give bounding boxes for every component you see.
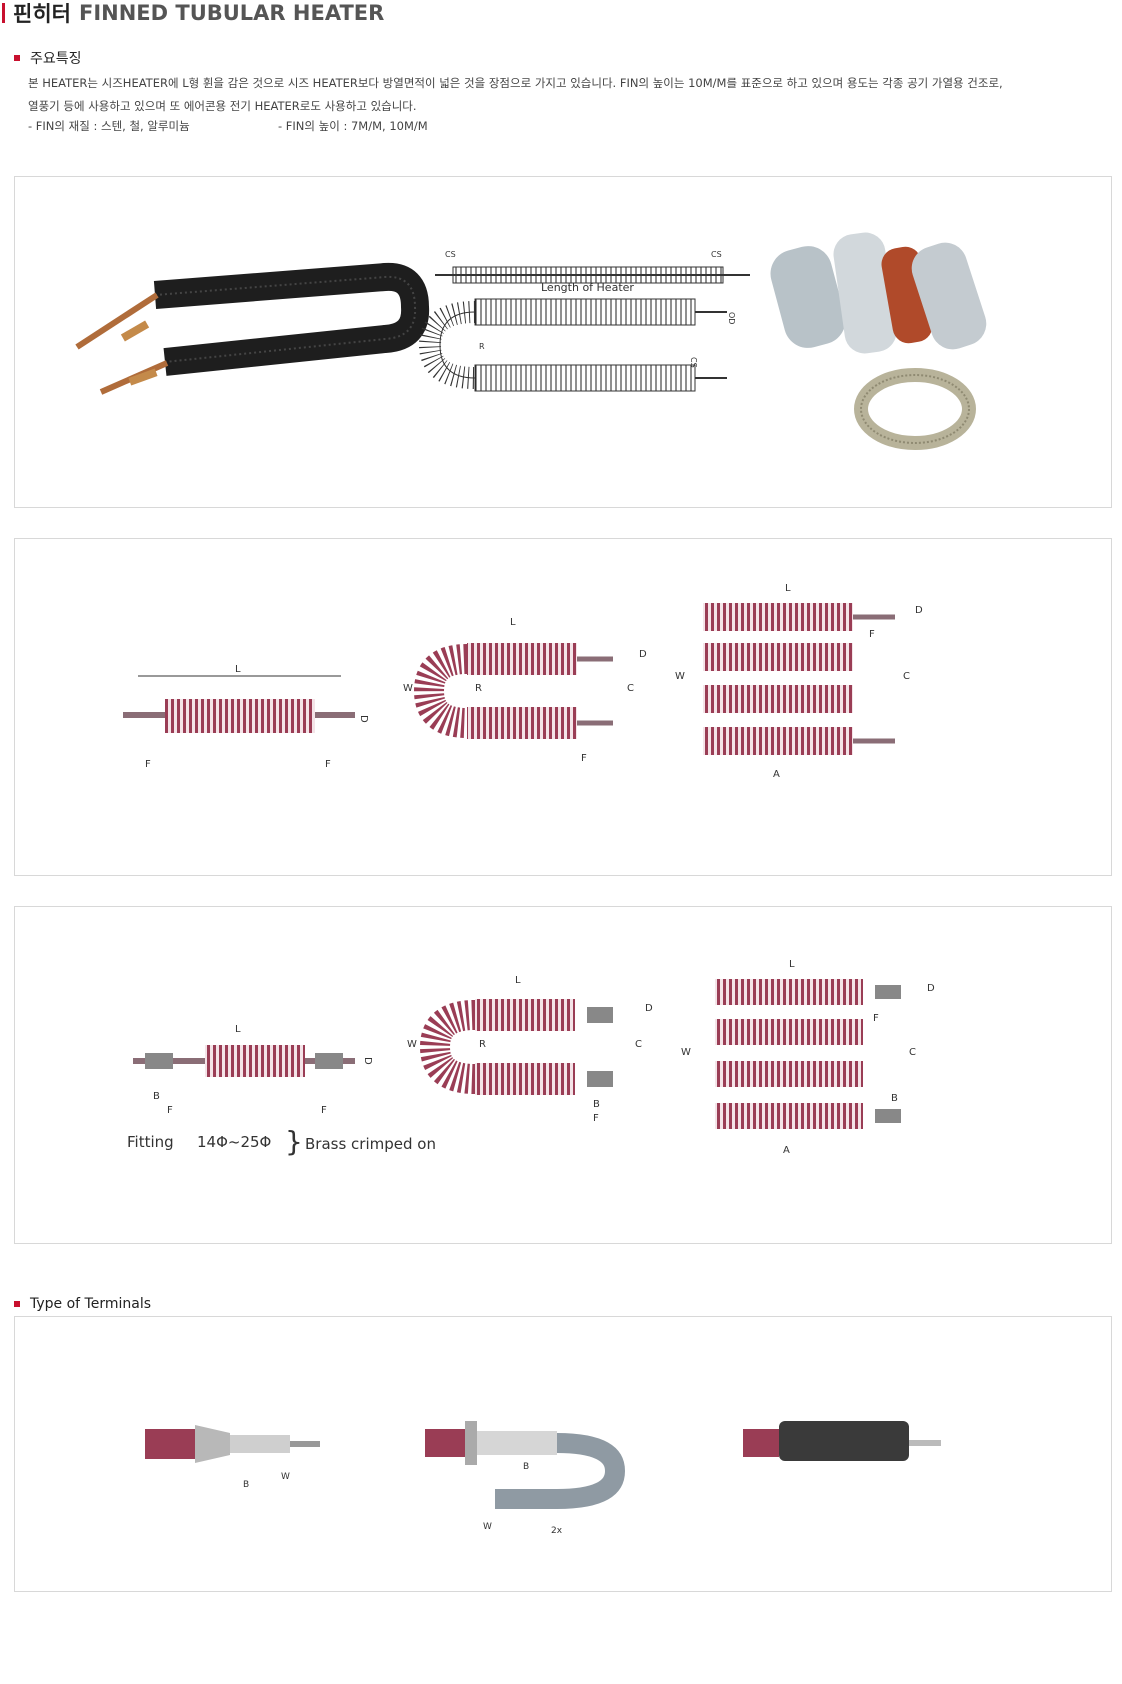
bullet-square-icon xyxy=(14,55,20,61)
dim-F-u: F xyxy=(581,753,587,764)
dim-W-w: W xyxy=(675,671,685,682)
features-heading: 주요특징 xyxy=(14,48,82,68)
dim-A-wfit: A xyxy=(783,1145,790,1156)
cs-label-3: CS xyxy=(689,357,698,368)
dim-L-fit: L xyxy=(235,1024,241,1035)
product-overview-drawing: CS CS Length of Heater OD CS R xyxy=(75,232,987,450)
w-fitting-diagram: L W C D F B A xyxy=(681,959,935,1156)
dim-B-fit: B xyxy=(153,1091,160,1102)
fitting-label: Fitting xyxy=(127,1133,174,1151)
r-label: R xyxy=(479,342,485,351)
dim-A-w: A xyxy=(773,769,780,780)
dim-D-u: D xyxy=(639,649,647,660)
dim-L-u: L xyxy=(510,617,516,628)
dim-C-wfit: C xyxy=(909,1047,916,1058)
dim-F-left: F xyxy=(145,759,151,770)
terminal-1-B: B xyxy=(243,1480,249,1490)
dim-F-fit-right: F xyxy=(321,1105,327,1116)
standard-dimensions-drawing: L F F D L W R C D F L W xyxy=(123,583,923,780)
features-line-1: 본 HEATER는 시즈HEATER에 L형 휜을 감은 것으로 시즈 HEAT… xyxy=(28,76,1003,90)
dim-D-straight: D xyxy=(358,715,369,723)
cs-label-2: CS xyxy=(711,250,722,259)
dim-B-ufit: B xyxy=(593,1099,600,1110)
dim-D-wfit: D xyxy=(927,983,935,994)
dim-D-fit: D xyxy=(362,1057,373,1065)
panel-fitting-dimensions: L B F F D L W R C D B F L xyxy=(14,906,1112,1244)
title-korean: 핀히터 xyxy=(13,2,71,26)
fitting-size: 14Φ~25Φ xyxy=(197,1133,272,1151)
u-fitting-diagram: L W R C D B F xyxy=(407,975,653,1124)
terminal-2-2x: 2x xyxy=(551,1526,563,1536)
dim-L-w: L xyxy=(785,583,791,594)
spec-fin-material: - FIN의 재질 : 스텐, 철, 알루미늄 xyxy=(28,119,190,133)
title-accent-bar xyxy=(2,3,5,23)
dim-F-w: F xyxy=(869,629,875,640)
dim-C-u: C xyxy=(627,683,634,694)
od-label: OD xyxy=(727,312,736,324)
panel-terminal-types: B W B W 2x xyxy=(14,1316,1112,1592)
features-description: 본 HEATER는 시즈HEATER에 L형 휜을 감은 것으로 시즈 HEAT… xyxy=(28,72,1098,118)
dim-R-u: R xyxy=(475,683,482,694)
u-shape-heater-diagram: L W R C D F xyxy=(403,617,647,764)
dim-D-w: D xyxy=(915,605,923,616)
dim-L-ufit: L xyxy=(515,975,521,986)
dim-F-ufit: F xyxy=(593,1113,599,1124)
terminal-types-drawing: B W B W 2x xyxy=(145,1421,941,1536)
terminal-type-2: B W 2x xyxy=(425,1421,626,1536)
length-of-heater-label: Length of Heater xyxy=(541,281,634,294)
dim-L-straight: L xyxy=(235,664,241,675)
features-line-2: 열풍기 등에 사용하고 있으며 또 에어콘용 전기 HEATER로도 사용하고 … xyxy=(28,99,417,113)
dim-R-ufit: R xyxy=(479,1039,486,1050)
straight-heater-diagram: L F F D xyxy=(123,664,369,770)
dim-C-ufit: C xyxy=(635,1039,642,1050)
dim-W-ufit: W xyxy=(407,1039,417,1050)
terminal-2-W: W xyxy=(483,1522,492,1532)
fitting-dimensions-drawing: L B F F D L W R C D B F L xyxy=(133,959,935,1156)
title-english: FINNED TUBULAR HEATER xyxy=(78,1,385,25)
page-title: 핀히터 FINNED TUBULAR HEATER xyxy=(0,0,384,26)
dim-F-fit-left: F xyxy=(167,1105,173,1116)
panel-product-overview: CS CS Length of Heater OD CS R xyxy=(14,176,1112,508)
dim-L-wfit: L xyxy=(789,959,795,970)
terminal-1-W: W xyxy=(281,1472,290,1482)
fitting-brace: } xyxy=(285,1125,303,1158)
cs-label-1: CS xyxy=(445,250,456,259)
terminals-heading: Type of Terminals xyxy=(14,1296,151,1312)
dim-F-wfit: F xyxy=(873,1013,879,1024)
terminal-type-3 xyxy=(743,1421,941,1461)
bullet-square-icon xyxy=(14,1301,20,1307)
dim-B-wfit: B xyxy=(891,1093,898,1104)
spec-fin-height: - FIN의 높이 : 7M/M, 10M/M xyxy=(278,119,428,133)
terminal-2-B: B xyxy=(523,1462,529,1472)
dim-W-wfit: W xyxy=(681,1047,691,1058)
black-u-heater-photo xyxy=(75,262,430,395)
features-heading-text: 주요특징 xyxy=(30,51,82,67)
fitting-description: Brass crimped on xyxy=(305,1135,436,1153)
heater-technical-drawing: CS CS Length of Heater OD CS R xyxy=(418,250,750,392)
panel-standard-dimensions: L F F D L W R C D F L W xyxy=(14,538,1112,876)
dim-F-right: F xyxy=(325,759,331,770)
terminals-heading-text: Type of Terminals xyxy=(30,1296,152,1312)
terminal-type-1: B W xyxy=(145,1425,320,1490)
dim-D-ufit: D xyxy=(645,1003,653,1014)
finned-tubes-photo xyxy=(770,232,987,450)
dim-C-w: C xyxy=(903,671,910,682)
dim-W-u: W xyxy=(403,683,413,694)
w-shape-heater-diagram: L W C D F A xyxy=(675,583,923,780)
straight-fitting-diagram: L B F F D xyxy=(133,1024,373,1116)
